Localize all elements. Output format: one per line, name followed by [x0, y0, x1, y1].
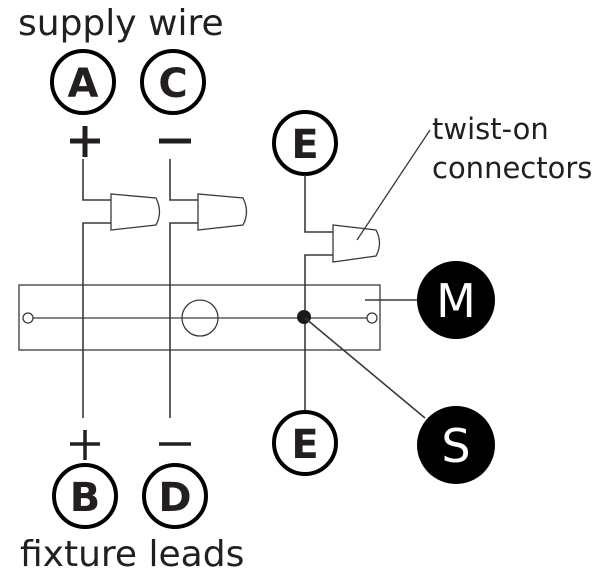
twist-on-connector-1: [110, 193, 161, 231]
terminal-d-letter: D: [158, 475, 191, 521]
plus-sign-supply: [70, 126, 100, 157]
terminal-e-top-ring: [272, 110, 338, 176]
terminal-a-ring: [50, 49, 116, 115]
twist-on-leader-line: [356, 129, 431, 241]
terminal-b-ring: [52, 463, 118, 529]
mounting-plate-outline: [18, 284, 381, 351]
terminal-b: B: [52, 463, 118, 529]
terminal-b-letter: B: [70, 475, 101, 521]
callout-s-leader: [304, 317, 426, 419]
terminal-e-bottom-ring: [272, 410, 338, 476]
mounting-plate: [18, 284, 381, 351]
plate-center-hole: [181, 299, 219, 337]
terminal-c-letter: C: [158, 61, 187, 107]
terminal-e-bottom-letter: E: [291, 422, 318, 468]
plate-screw-hole-right: [366, 312, 378, 324]
twist-on-connector-2: [197, 193, 248, 231]
terminal-a: A: [50, 49, 116, 115]
callout-m: M: [417, 261, 495, 339]
twist-on-connector-3: [332, 224, 381, 263]
terminal-e-bottom: E: [272, 410, 338, 476]
callout-s-circle: [417, 406, 495, 484]
plate-screw-hole-left: [22, 312, 34, 324]
callout-m-letter: M: [436, 274, 476, 328]
callout-m-circle: [417, 261, 495, 339]
terminal-c-ring: [140, 49, 206, 115]
connectors-label: connectors: [432, 151, 592, 185]
wire-ground: [304, 175, 333, 418]
callout-s: S: [417, 406, 495, 484]
supply-wire-label: supply wire: [18, 3, 224, 44]
wire-negative: [169, 159, 198, 418]
terminal-d: D: [142, 463, 208, 529]
terminal-e-top-letter: E: [291, 122, 318, 168]
plus-sign-fixture: [70, 430, 100, 460]
twist-on-label: twist-on: [432, 112, 549, 146]
fixture-leads-label: fixture leads: [20, 534, 244, 575]
wire-positive: [82, 159, 111, 418]
terminal-d-ring: [142, 463, 208, 529]
terminal-c: C: [140, 49, 206, 115]
callout-s-letter: S: [441, 419, 470, 473]
terminal-e-top: E: [272, 110, 338, 176]
terminal-a-letter: A: [68, 61, 99, 107]
